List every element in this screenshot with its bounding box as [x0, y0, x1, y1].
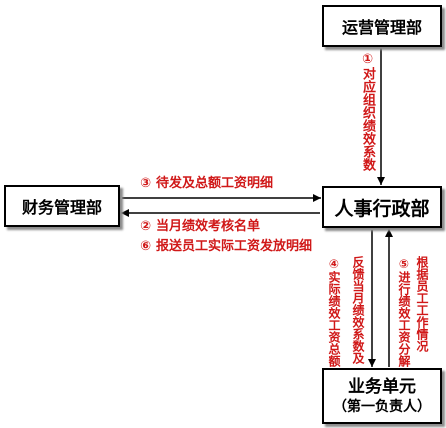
step-number-6: ⑥: [140, 239, 152, 254]
node-hr-admin-dept: 人事行政部: [322, 186, 442, 228]
edge-label-3: ③ 待发及总额工资明细: [140, 176, 273, 191]
step-number-5: ⑤: [397, 257, 411, 271]
edge-text: 当月绩效考核名单: [156, 219, 261, 234]
node-finance-dept: 财务管理部: [4, 185, 120, 227]
node-label: 业务单元: [348, 377, 416, 397]
edge-label-2: ② 当月绩效考核名单: [140, 219, 260, 234]
node-operations-dept: 运营管理部: [322, 5, 442, 47]
edge-label-5-line-1: 根据员工工作情况: [415, 256, 429, 352]
edge-text: 待发及总额工资明细: [156, 176, 274, 191]
edge-text: 根据员工工作情况: [415, 256, 429, 352]
step-number-3: ③: [140, 176, 152, 191]
node-sublabel: （第一负责人）: [333, 399, 431, 415]
step-number-4: ④: [327, 257, 341, 271]
edge-text: 报送员工实际工资发放明细: [156, 239, 313, 254]
edge-text: 对应组织绩效系数: [360, 67, 375, 171]
node-label: 人事行政部: [334, 197, 430, 220]
node-label: 财务管理部: [21, 198, 102, 217]
edge-label-6: ⑥ 报送员工实际工资发放明细: [140, 239, 312, 254]
edge-label-5-line-2: ⑤进行绩效工资分解: [397, 257, 411, 367]
node-label: 运营管理部: [341, 18, 422, 37]
edge-text: 进行绩效工资分解: [397, 271, 411, 367]
step-number-2: ②: [140, 219, 152, 234]
edge-label-4-line-2: ④实际绩效工资总额: [327, 257, 341, 367]
step-number-1: ①: [360, 52, 375, 67]
node-business-unit: 业务单元 （第一负责人）: [322, 368, 442, 424]
edge-label-4-line-1: 反馈当月绩效系数及: [351, 256, 365, 364]
edge-text: 反馈当月绩效系数及: [351, 256, 365, 364]
edge-text: 实际绩效工资总额: [327, 271, 341, 367]
edge-label-1: ①对应组织绩效系数: [360, 52, 375, 171]
